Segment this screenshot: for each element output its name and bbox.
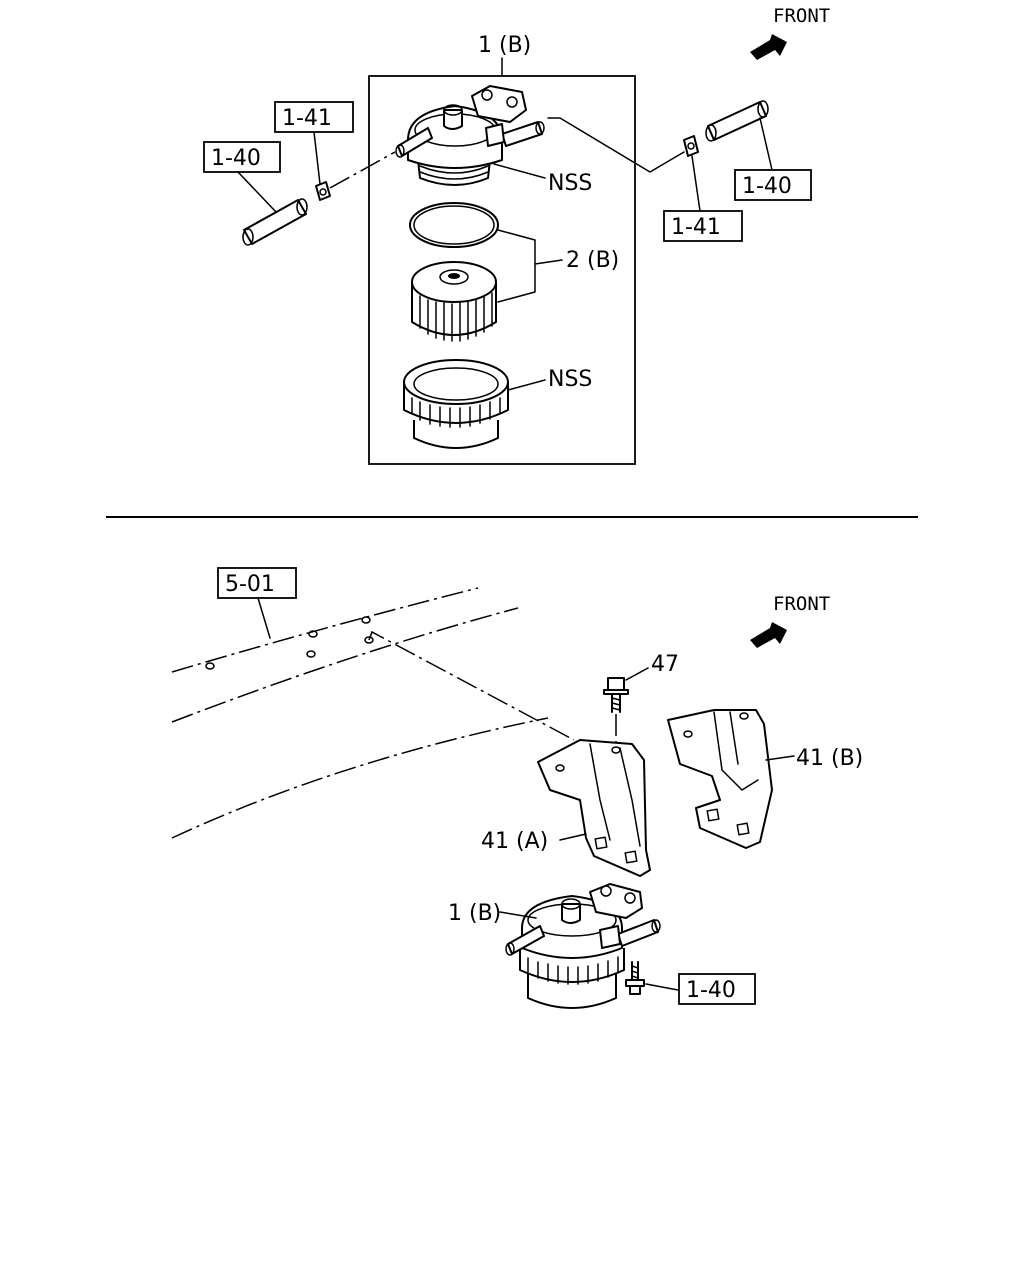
front-label-bottom: FRONT <box>773 593 830 615</box>
bracket-b-label: 41 (B) <box>796 746 863 771</box>
kit-leader <box>497 229 563 303</box>
filter-element <box>411 261 497 342</box>
ref-1-40-left-box <box>203 141 281 173</box>
ref-1-41-right-box <box>663 210 743 242</box>
bracket-b-leader <box>765 755 795 761</box>
assembly-frame <box>368 75 636 465</box>
filter-label: 1 (B) <box>448 901 501 926</box>
bolt-leader <box>625 667 649 681</box>
ref-1-41-left: 1-41 <box>282 106 332 131</box>
ref-1-40-bottom-box <box>678 973 756 1005</box>
hose-left <box>242 198 308 246</box>
ref-1-40-right: 1-40 <box>742 174 792 199</box>
front-label-top: FRONT <box>773 5 830 27</box>
clip-left <box>315 181 331 201</box>
hose-right <box>705 100 769 142</box>
ref-1-40-right-leader <box>759 117 773 171</box>
screw-1-40 <box>625 961 645 995</box>
ref-1-40-left-leader <box>237 171 277 213</box>
ref-5-01-box <box>217 567 297 599</box>
bracket-a-label: 41 (A) <box>481 829 548 854</box>
filter-head <box>395 85 545 186</box>
bracket-a-leader <box>559 833 587 841</box>
screw-leader <box>645 983 679 991</box>
nss-lower-leader <box>507 379 546 391</box>
ref-1-41-right: 1-41 <box>671 215 721 240</box>
filter-leader <box>499 911 537 919</box>
ref-1-40-right-box <box>734 169 812 201</box>
frame-connection-line <box>368 630 575 741</box>
ref-1-41-left-leader <box>313 131 321 185</box>
ref-1-41-right-leader <box>691 155 701 212</box>
filter-bowl <box>403 359 509 449</box>
bolt-47 <box>603 677 629 746</box>
front-arrow-icon-bottom <box>750 622 787 648</box>
ref-1-40-left: 1-40 <box>211 146 261 171</box>
kit-label: 2 (B) <box>566 248 619 273</box>
nss-upper-leader <box>493 163 546 179</box>
nss-lower-label: NSS <box>548 367 592 392</box>
front-arrow-icon-top <box>750 34 787 60</box>
bracket-a <box>537 739 651 877</box>
chassis-frame <box>171 587 549 839</box>
nss-upper-label: NSS <box>548 171 592 196</box>
bolt-label: 47 <box>651 652 679 677</box>
ref-5-01-leader <box>257 597 271 639</box>
clip-right <box>683 135 699 157</box>
ref-5-01: 5-01 <box>225 572 275 597</box>
ref-1-40-bottom: 1-40 <box>686 978 736 1003</box>
left-connection-line <box>329 151 396 189</box>
bracket-b <box>667 709 773 849</box>
right-connection-line <box>547 117 685 173</box>
assembly-label: 1 (B) <box>478 33 531 58</box>
filter-assembly-bottom <box>505 883 661 1009</box>
o-ring <box>409 202 499 248</box>
